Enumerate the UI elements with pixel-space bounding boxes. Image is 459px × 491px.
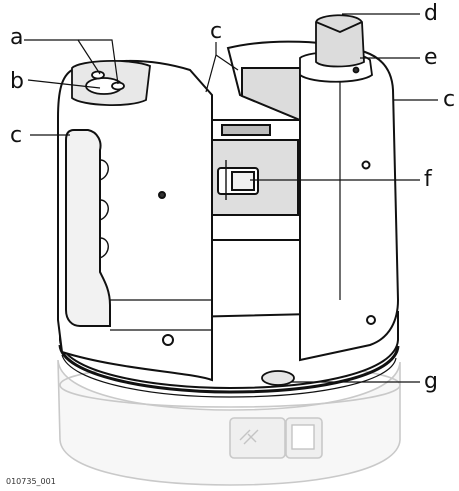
- callout-b: b: [10, 69, 24, 94]
- right-standard: [158, 40, 400, 362]
- leader-lines: [24, 13, 438, 383]
- callout-g: g: [424, 369, 438, 394]
- callout-c-top: c: [210, 19, 222, 44]
- top-handle: [299, 14, 373, 83]
- figure-id: 010735_001: [6, 477, 56, 486]
- callout-c-right: c: [443, 87, 455, 112]
- display-window: [291, 424, 315, 450]
- bottom-window: [261, 370, 295, 386]
- callout-d: d: [424, 1, 438, 26]
- left-standard: [57, 60, 213, 382]
- callout-c-left: c: [10, 123, 22, 148]
- callout-e: e: [424, 45, 438, 70]
- plug-icon: [239, 429, 259, 445]
- callout-a: a: [10, 25, 23, 50]
- tribrach-base: [57, 359, 401, 486]
- telescope: [211, 119, 301, 241]
- callout-f: f: [424, 167, 433, 192]
- left-top-cap: [71, 60, 151, 106]
